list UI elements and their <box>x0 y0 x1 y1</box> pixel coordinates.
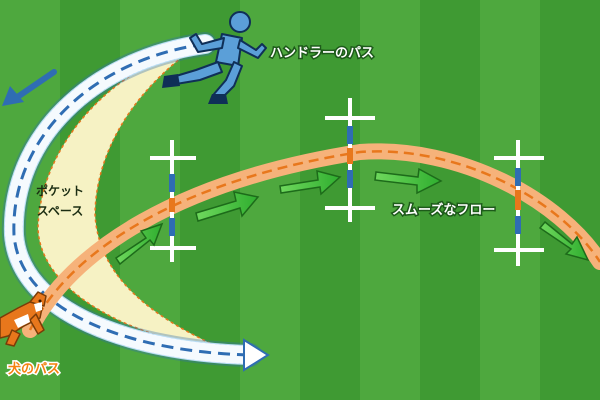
handler-path-arrowhead <box>243 338 270 372</box>
jump-hurdle-icon <box>494 140 544 266</box>
flow-arrow-icon <box>538 220 590 262</box>
flow-arrow-icon <box>114 222 164 266</box>
dog-path-label: 犬のパス <box>8 361 60 377</box>
running-person-icon <box>162 11 267 104</box>
flow-arrow-icon <box>195 191 260 222</box>
jump-hurdle-icon <box>325 98 375 222</box>
handler-path <box>1 32 270 372</box>
pocket-space-label-line1: ポケット <box>36 183 84 198</box>
flow-arrow-icon <box>374 167 443 195</box>
handler-direction-arrow-icon <box>2 69 57 106</box>
smooth-flow-label: スムーズなフロー <box>392 202 495 218</box>
pocket-space-label-line2: スペース <box>37 204 84 218</box>
flow-arrow-icon <box>279 169 342 196</box>
handler-path-label: ハンドラーのパス <box>270 46 374 61</box>
dog-icon <box>0 291 47 347</box>
dog-path <box>22 143 600 338</box>
jump-hurdle-icon <box>150 140 196 262</box>
